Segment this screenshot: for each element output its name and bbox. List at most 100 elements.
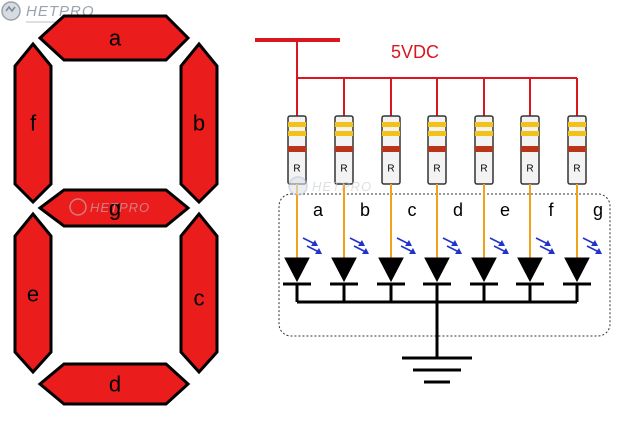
led-diode-icon (423, 257, 451, 302)
segment-c (179, 211, 219, 375)
led-label: e (500, 200, 510, 220)
resistor-label: R (293, 164, 300, 175)
resistor-band (568, 122, 586, 127)
led-branch: Rf (516, 78, 555, 302)
segment-g-label: g (109, 196, 121, 221)
segment-b (179, 41, 219, 205)
led-triangle (284, 257, 310, 283)
led-diode-icon (330, 257, 358, 302)
segment-d-label: d (109, 372, 121, 397)
resistor-band (428, 146, 446, 152)
led-array-outline (278, 193, 611, 337)
arrow-head (455, 248, 462, 254)
resistor-band (475, 146, 493, 152)
segment-a (37, 14, 191, 62)
arrow-head (451, 240, 458, 246)
resistor-band (475, 131, 493, 136)
resistor-band (382, 122, 400, 127)
resistor-label: R (340, 164, 347, 175)
seven-segment-display: a f b g e c d (13, 14, 219, 406)
arrow-head (595, 248, 602, 254)
resistor-band (521, 131, 539, 136)
resistor-band (335, 131, 353, 136)
arrow-head (502, 248, 509, 254)
led-label: g (593, 200, 603, 220)
resistor-label: R (526, 164, 533, 175)
led-label: d (453, 200, 463, 220)
led-diode-icon (377, 257, 405, 302)
display-watermark: HETPRO (69, 198, 150, 216)
arrow-head (409, 248, 416, 254)
arrow-head (311, 240, 318, 246)
led-branch: Rg (563, 78, 603, 302)
resistor-band (335, 146, 353, 152)
light-emission-arrows-icon (535, 237, 555, 254)
arrow-head (358, 240, 365, 246)
led-triangle (424, 257, 450, 283)
segment-e-label: e (27, 282, 39, 307)
led-diode-icon (470, 257, 498, 302)
resistor-label: R (480, 164, 487, 175)
led-branch: Rb (330, 78, 370, 302)
led-label: a (313, 200, 324, 220)
supply-voltage-label: 5VDC (391, 42, 439, 62)
resistor-band (521, 146, 539, 152)
led-diode-icon (563, 257, 591, 302)
resistor-label: R (573, 164, 580, 175)
ground-icon (402, 356, 472, 384)
arrow-head (591, 240, 598, 246)
resistor-label: R (387, 164, 394, 175)
light-emission-arrows-icon (396, 237, 416, 254)
resistor-band (288, 146, 306, 152)
led-label: b (360, 200, 370, 220)
arrow-head (315, 248, 322, 254)
arrow-head (362, 248, 369, 254)
light-emission-arrows-icon (489, 237, 509, 254)
led-triangle (471, 257, 497, 283)
led-diode-icon (283, 257, 311, 302)
circuit-watermark-text: HETPRO (312, 179, 372, 194)
led-branch: Re (470, 78, 510, 302)
led-branch: Rc (377, 78, 417, 302)
resistor-label: R (433, 164, 440, 175)
segment-e (13, 211, 53, 375)
led-label: f (548, 200, 554, 220)
display-watermark-text: HETPRO (90, 200, 150, 215)
arrow-head (544, 240, 551, 246)
resistor-band (568, 146, 586, 152)
led-triangle (517, 257, 543, 283)
segment-c-label: c (194, 286, 205, 311)
light-emission-arrows-icon (302, 237, 322, 254)
segment-f-label: f (30, 111, 37, 136)
resistor-band (288, 131, 306, 136)
led-label: c (408, 200, 417, 220)
resistor-band (288, 122, 306, 127)
arrow-head (548, 248, 555, 254)
resistor-band (428, 131, 446, 136)
led-triangle (331, 257, 357, 283)
resistor-band (382, 146, 400, 152)
led-triangle (378, 257, 404, 283)
led-branch: Ra (283, 78, 324, 302)
led-triangle (564, 257, 590, 283)
light-emission-arrows-icon (349, 237, 369, 254)
resistor-band (568, 131, 586, 136)
hetpro-logo-icon (1, 1, 21, 21)
resistor-band (475, 122, 493, 127)
arrow-head (405, 240, 412, 246)
light-emission-arrows-icon (442, 237, 462, 254)
led-branch: Rd (423, 78, 463, 302)
resistor-band (428, 122, 446, 127)
segment-b-label: b (193, 111, 205, 136)
resistor-band (521, 122, 539, 127)
segment-a-label: a (109, 26, 122, 51)
segment-d (37, 362, 191, 406)
led-diode-icon (516, 257, 544, 302)
resistor-band (382, 131, 400, 136)
arrow-head (498, 240, 505, 246)
light-emission-arrows-icon (582, 237, 602, 254)
